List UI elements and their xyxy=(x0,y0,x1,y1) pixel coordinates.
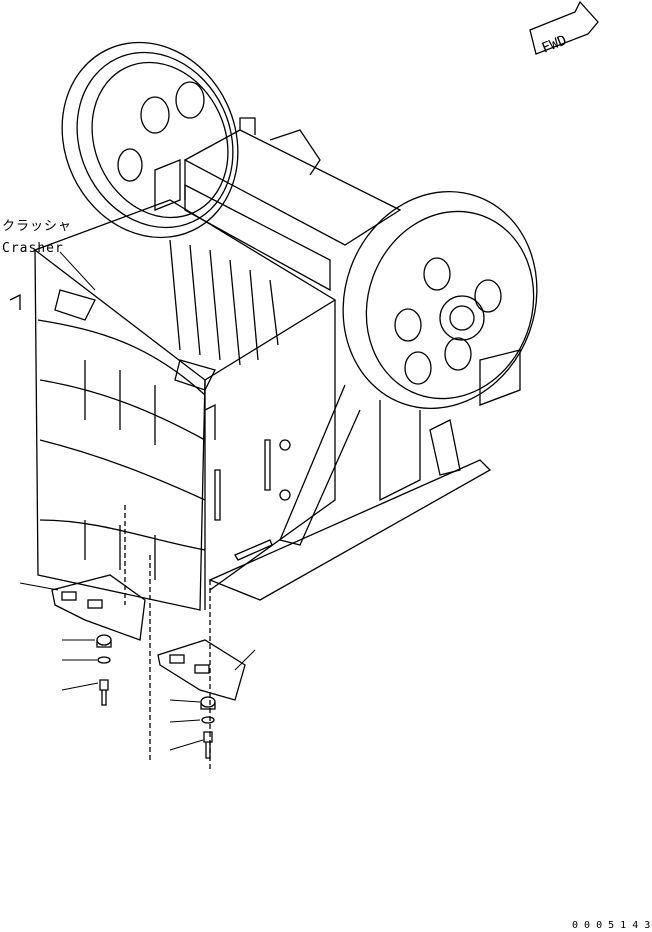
leader-lines xyxy=(19,251,256,751)
shaft-housing xyxy=(154,117,402,246)
part-name-english: Crasher xyxy=(2,241,64,256)
part-name-japanese: クラッシャ xyxy=(2,219,73,234)
rear-flywheel xyxy=(61,41,239,239)
front-flywheel xyxy=(342,190,538,410)
fasteners xyxy=(96,634,216,759)
mounting-brackets xyxy=(51,505,246,770)
crusher-frame xyxy=(9,183,337,611)
svg-text:FWD: FWD xyxy=(540,32,569,56)
drawing-number: 0 0 0 5 1 4 3 2 xyxy=(572,920,651,931)
crusher-base xyxy=(208,349,521,601)
fwd-arrow-icon: FWD xyxy=(529,0,599,57)
